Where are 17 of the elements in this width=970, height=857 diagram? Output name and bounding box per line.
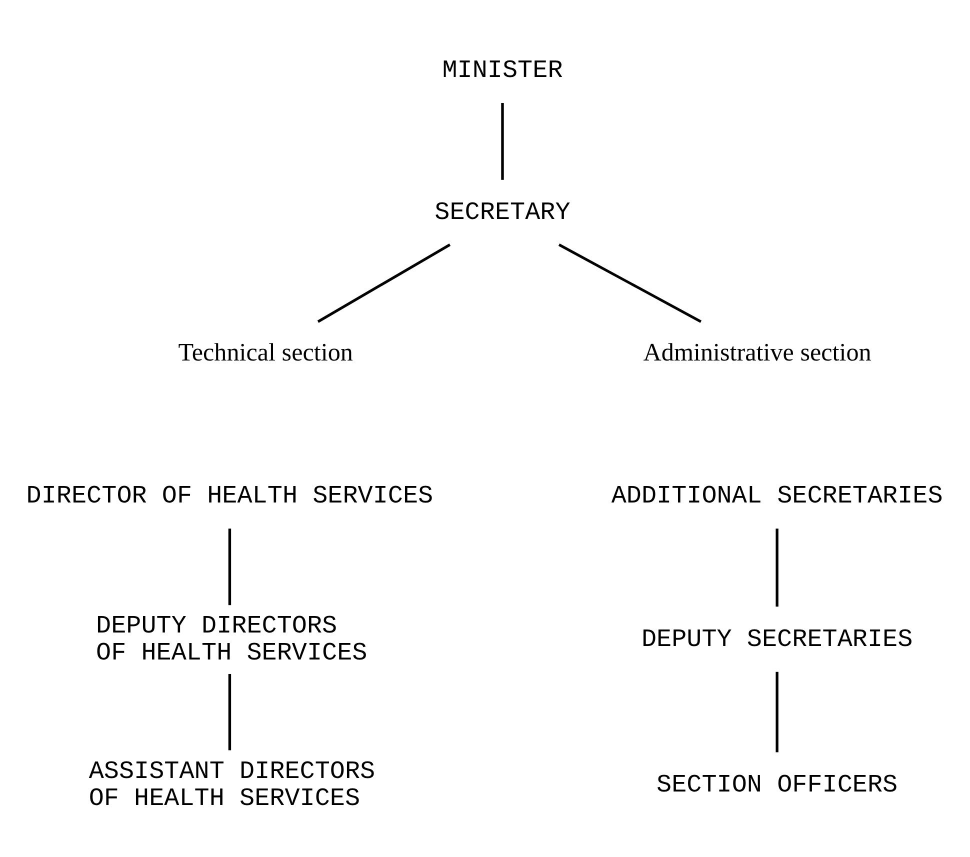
node-text: ASSISTANT DIRECTORS OF HEALTH SERVICES (88, 756, 376, 813)
node-text: DEPUTY SECRETARIES (641, 625, 913, 654)
connector (776, 672, 778, 752)
node-text: MINISTER (442, 56, 563, 86)
connector (317, 244, 451, 323)
node-text: SECRETARY (434, 198, 570, 227)
connector (776, 528, 778, 607)
connector (228, 674, 232, 750)
connector (228, 528, 232, 606)
connector (558, 244, 702, 323)
connector (501, 102, 504, 180)
node-text: SECTION OFFICERS (656, 770, 898, 800)
node-text: DIRECTOR OF HEALTH SERVICES (26, 481, 434, 510)
node-text: Technical section (178, 340, 353, 367)
node-text: ADDITIONAL SECRETARIES (611, 481, 943, 510)
node-text: Administrative section (643, 340, 872, 367)
node-text: DEPUTY DIRECTORS OF HEALTH SERVICES (96, 612, 368, 668)
